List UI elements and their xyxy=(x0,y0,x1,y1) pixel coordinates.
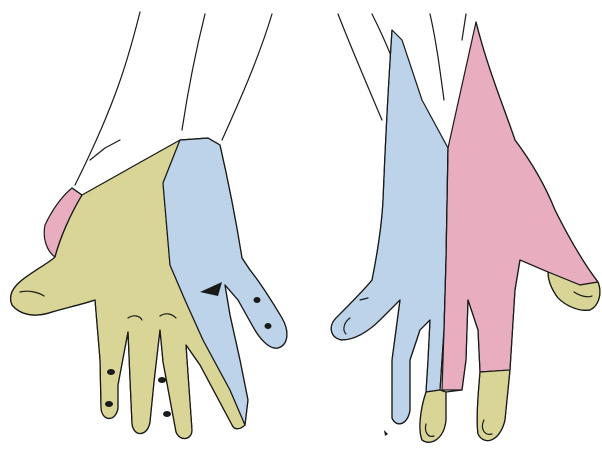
right-blue-zone xyxy=(331,30,448,424)
left-hand xyxy=(10,12,286,439)
left-dot-index-2 xyxy=(105,401,113,407)
right-pink-zone xyxy=(442,22,598,390)
left-dot-middle-1 xyxy=(158,377,166,383)
left-dot-little-2 xyxy=(265,323,272,329)
right-dot-thumb-tip xyxy=(384,430,388,436)
left-dot-little-1 xyxy=(254,297,261,303)
right-hand xyxy=(331,14,600,442)
left-dot-middle-2 xyxy=(163,411,171,417)
right-median-tip-middle xyxy=(477,370,510,441)
left-dot-index-1 xyxy=(107,369,115,375)
